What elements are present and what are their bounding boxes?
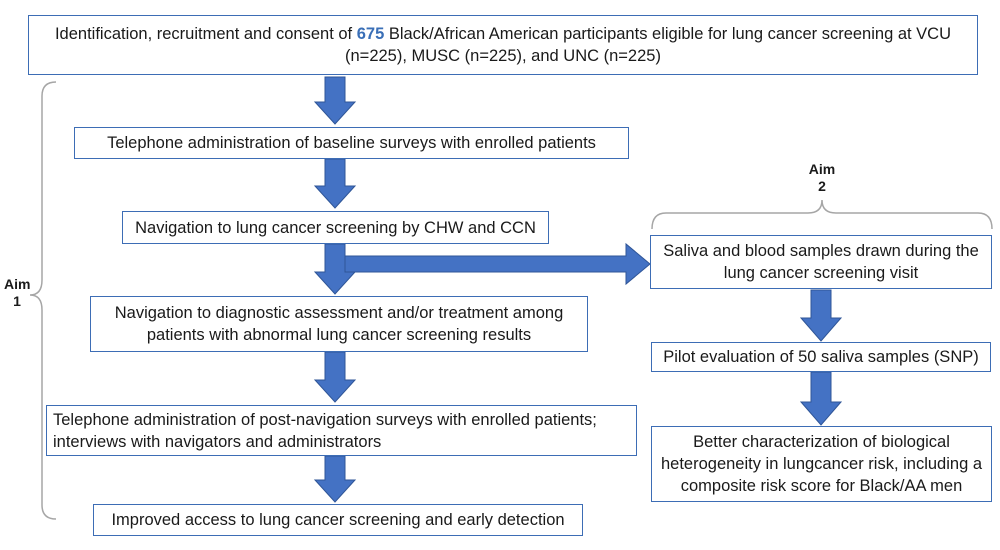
- box-biological-characterization: Better characterization of biological he…: [651, 426, 992, 502]
- box-diagnostic-assessment: Navigation to diagnostic assessment and/…: [90, 296, 588, 352]
- arrow-saliva-to-pilot: [799, 289, 843, 342]
- box-saliva-blood-samples: Saliva and blood samples drawn during th…: [650, 235, 992, 289]
- box-baseline-surveys: Telephone administration of baseline sur…: [74, 127, 629, 159]
- arrow-post-to-improved: [313, 455, 357, 503]
- identification-suffix: Black/African American participants elig…: [345, 25, 952, 65]
- box-identification-recruitment: Identification, recruitment and consent …: [28, 15, 978, 75]
- aim1-label-number: 1: [13, 293, 21, 309]
- box-improved-access: Improved access to lung cancer screening…: [93, 504, 583, 536]
- arrow-diagnostic-to-post: [313, 351, 357, 403]
- baseline-surveys-text: Telephone administration of baseline sur…: [107, 134, 596, 152]
- box-pilot-evaluation: Pilot evaluation of 50 saliva samples (S…: [651, 342, 991, 372]
- box-identification-text: Identification, recruitment and consent …: [35, 23, 971, 67]
- arrow-top-to-baseline: [313, 76, 357, 125]
- participant-count-highlight: 675: [356, 25, 385, 43]
- pilot-evaluation-text: Pilot evaluation of 50 saliva samples (S…: [663, 348, 979, 366]
- box-navigation-screening: Navigation to lung cancer screening by C…: [122, 211, 549, 244]
- aim2-label-number: 2: [818, 178, 826, 194]
- aim2-label: Aim 2: [806, 161, 838, 195]
- navigation-screening-text: Navigation to lung cancer screening by C…: [135, 218, 536, 237]
- saliva-blood-text: Saliva and blood samples drawn during th…: [663, 242, 979, 282]
- diagnostic-assessment-text: Navigation to diagnostic assessment and/…: [114, 304, 564, 344]
- aim1-bracket: [29, 81, 57, 520]
- aim1-label-word: Aim: [4, 276, 31, 292]
- box-post-navigation-surveys: Telephone administration of post-navigat…: [46, 405, 637, 456]
- identification-prefix: Identification, recruitment and consent …: [54, 25, 357, 43]
- arrow-pilot-to-characterization: [799, 371, 843, 426]
- post-navigation-text: Telephone administration of post-navigat…: [53, 410, 597, 451]
- arrow-navigation-to-saliva: [344, 242, 651, 286]
- arrow-baseline-to-navigation: [313, 158, 357, 209]
- aim2-label-word: Aim: [808, 161, 836, 177]
- aim2-bracket: [651, 199, 993, 230]
- characterization-text: Better characterization of biological he…: [660, 433, 983, 495]
- improved-access-text: Improved access to lung cancer screening…: [111, 511, 565, 529]
- aim1-label: Aim 1: [4, 276, 30, 310]
